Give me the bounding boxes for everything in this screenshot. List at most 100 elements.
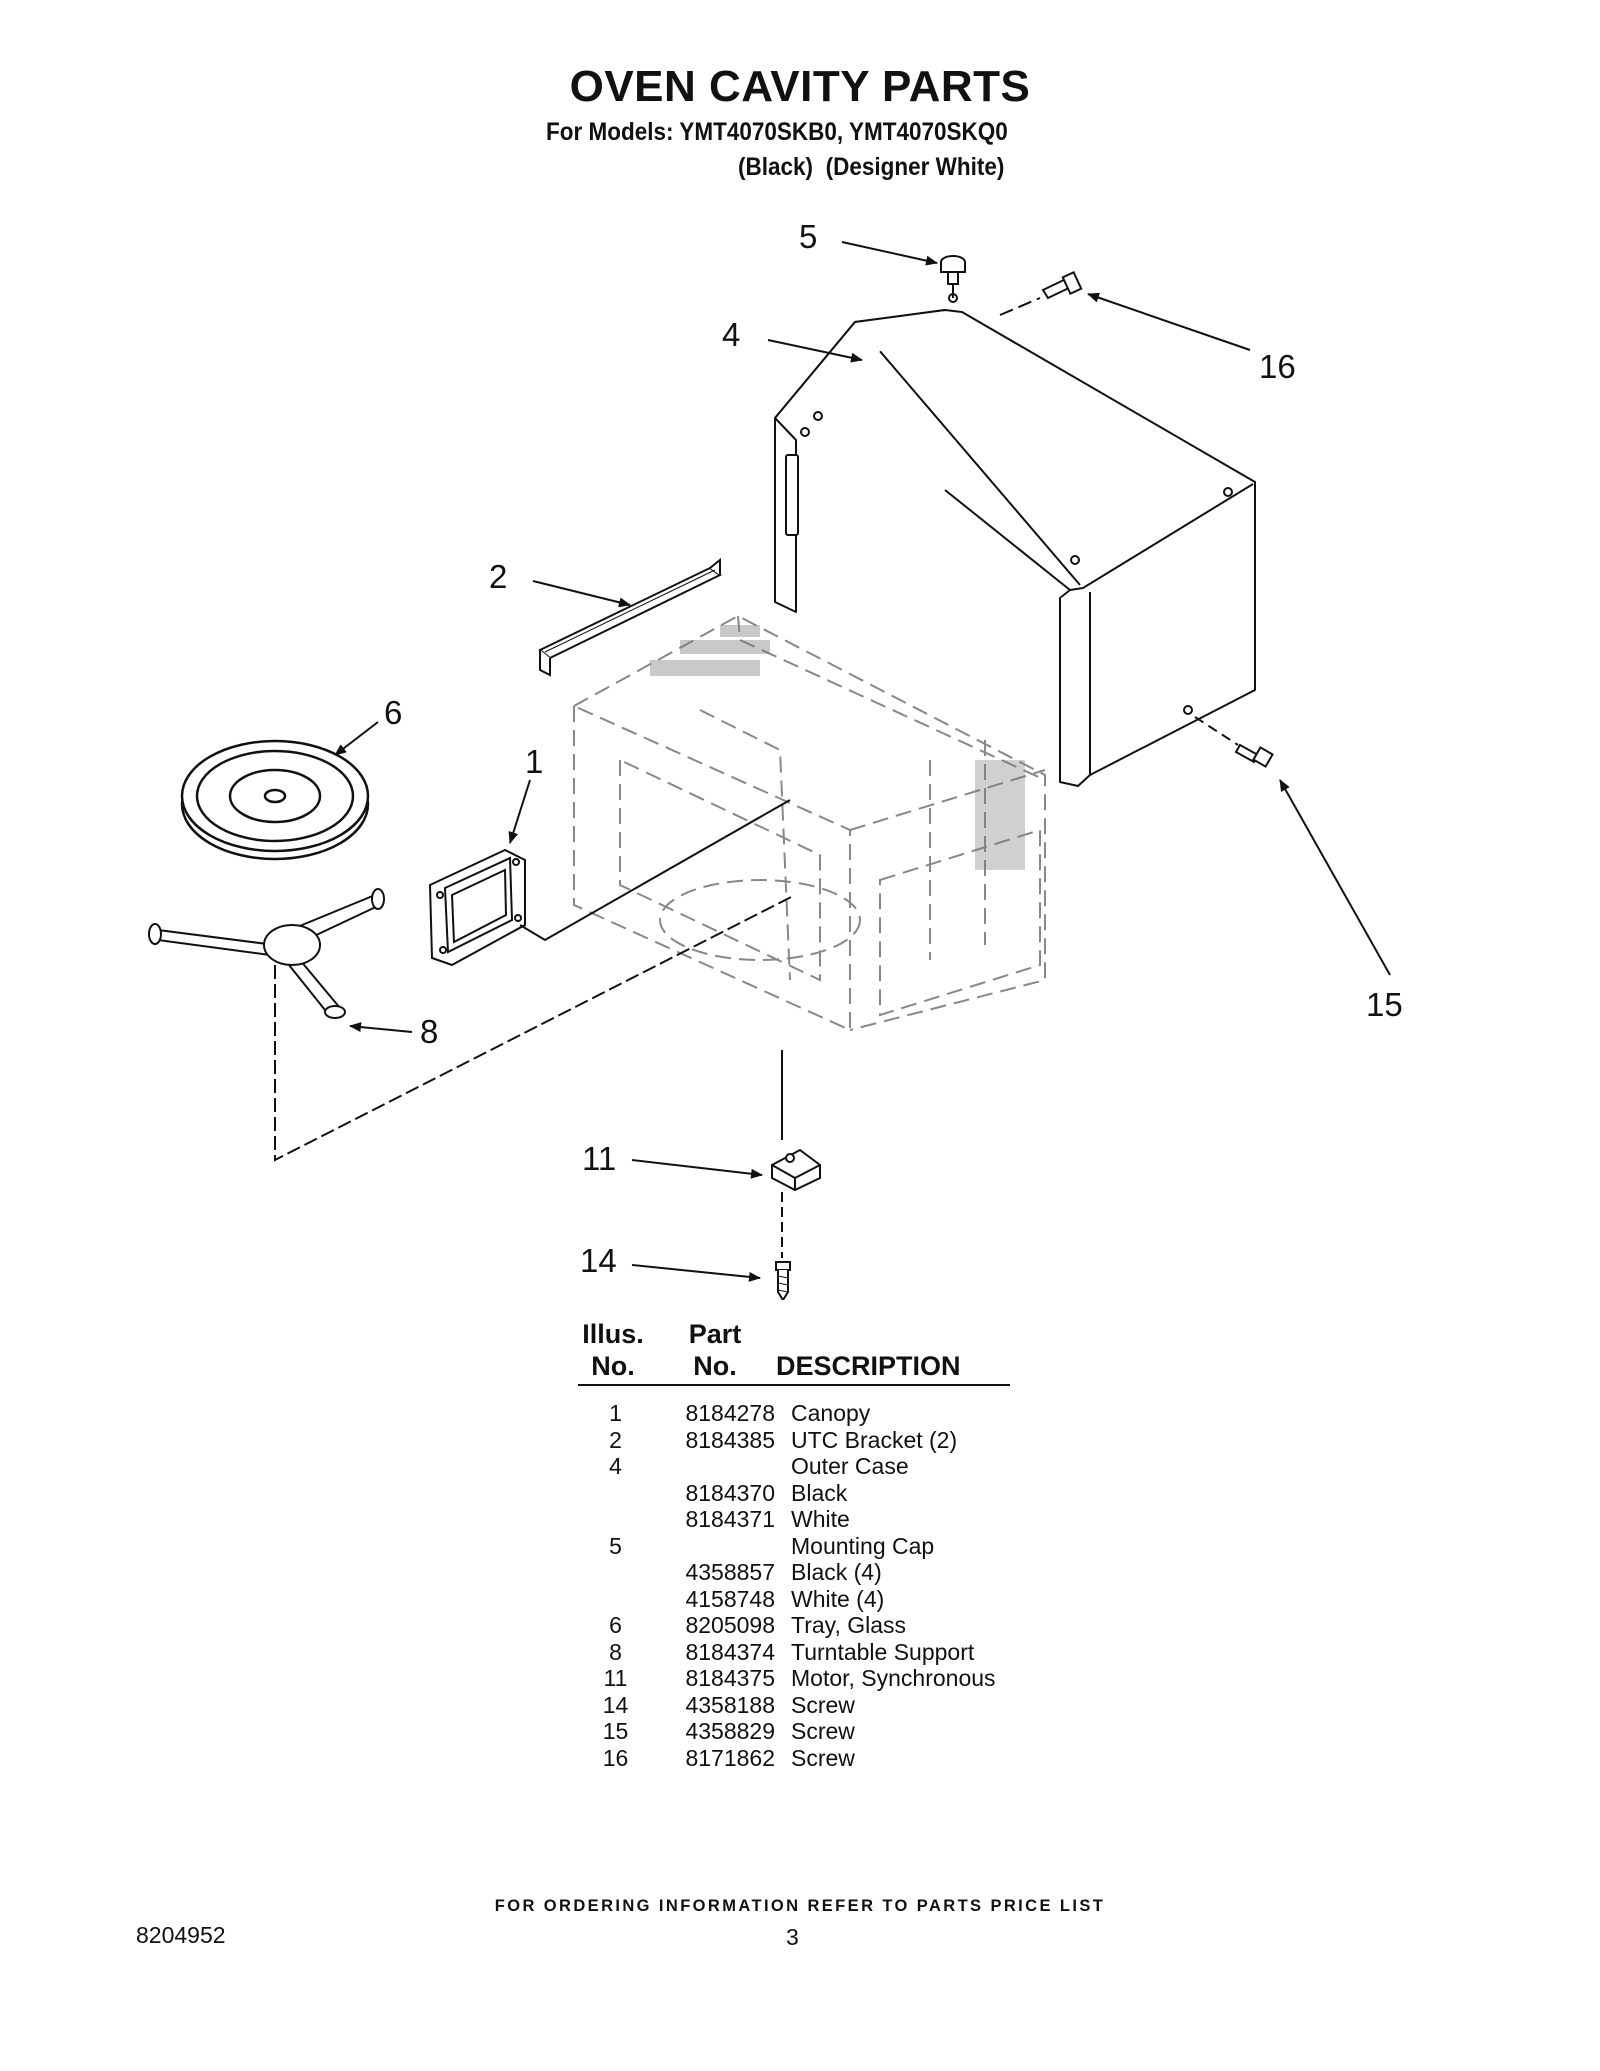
models-line: For Models: YMT4070SKB0, YMT4070SKQ0 [546, 118, 1008, 146]
cell-part: 8205098 [685, 1612, 775, 1638]
callout-16: 16 [1259, 348, 1296, 385]
cell-part [653, 1533, 791, 1560]
header-description: DESCRIPTION [776, 1351, 961, 1381]
cell-desc: Screw [791, 1744, 855, 1771]
cavity-vent-holes [650, 625, 1025, 870]
callout-leaders [334, 241, 1391, 1282]
ordering-note: FOR ORDERING INFORMATION REFER TO PARTS … [494, 1897, 1106, 1915]
cell-part: 8184370 [685, 1479, 775, 1506]
callout-15: 15 [1366, 986, 1403, 1023]
cell-illus: 4 [609, 1453, 622, 1479]
cell-desc: White [791, 1506, 850, 1532]
table-row: 14 4358188 Screw [578, 1692, 996, 1719]
parts-list-table: 1 8184278 Canopy 2 8184385 UTC Bracket (2) 4… [578, 1400, 996, 1771]
outer-case-drawing [774, 293, 1256, 787]
cell-illus: 1 [609, 1400, 622, 1426]
page-number: 3 [786, 1924, 799, 1950]
glass-tray-drawing [180, 739, 370, 861]
cell-illus [578, 1506, 653, 1533]
header-illus-line2: No. [591, 1351, 635, 1381]
cell-illus: 16 [602, 1744, 629, 1771]
cell-desc: White (4) [791, 1585, 885, 1612]
header-illus-line1: Illus. [582, 1319, 644, 1349]
cell-desc: Tray, Glass [791, 1612, 907, 1638]
screw-16-drawing [1041, 270, 1083, 300]
callout-5: 5 [799, 218, 817, 255]
header-rule [578, 1384, 1010, 1386]
screw-15-axis [1194, 716, 1239, 746]
cell-part: 8184371 [685, 1506, 775, 1532]
cell-illus [578, 1559, 653, 1586]
cell-part: 8184278 [685, 1400, 775, 1426]
table-row: 8184371 White [578, 1506, 996, 1533]
cell-part: 4358829 [685, 1718, 775, 1744]
callout-11: 11 [582, 1140, 616, 1177]
header-part-line1: Part [688, 1319, 742, 1349]
cell-part: 4158748 [685, 1585, 775, 1612]
cell-part: 8184374 [685, 1638, 775, 1665]
cell-desc: Screw [791, 1718, 855, 1744]
callout-4: 4 [722, 316, 740, 353]
table-row: 4158748 White (4) [578, 1586, 996, 1613]
header-part-line2: No. [693, 1351, 737, 1381]
oven-cavity-dashed [573, 614, 1046, 1032]
callout-1: 1 [525, 743, 543, 780]
cell-part: 8171862 [685, 1744, 775, 1771]
turntable-guide-line [274, 894, 796, 1162]
header-part-no: Part No. [680, 1318, 750, 1382]
screw-14-drawing [775, 1261, 791, 1300]
cell-desc: Canopy [791, 1400, 871, 1426]
cell-illus [578, 1586, 653, 1613]
cell-part: 4358857 [685, 1559, 775, 1585]
variant-black: (Black) [738, 153, 814, 181]
variant-white: (Designer White) [825, 153, 1005, 181]
cell-illus [578, 1480, 653, 1507]
header-illus-no: Illus. No. [578, 1318, 648, 1382]
callout-2: 2 [489, 558, 507, 595]
screw-16-axis [999, 297, 1041, 316]
canopy-guide-line [519, 799, 791, 942]
utc-bracket-drawing [538, 557, 722, 677]
motor-drawing [771, 1148, 821, 1192]
cell-part: 8184385 [685, 1426, 775, 1453]
cell-illus: 14 [602, 1691, 629, 1718]
canopy-drawing [428, 848, 526, 967]
callout-8: 8 [420, 1013, 438, 1050]
table-row: 11 8184375 Motor, Synchronous [578, 1665, 996, 1692]
mounting-cap-drawing [940, 255, 966, 285]
cell-part: 4358188 [685, 1691, 775, 1718]
cell-desc: Screw [791, 1691, 855, 1718]
cell-desc: Mounting Cap [791, 1532, 935, 1559]
page-title: OVEN CAVITY PARTS [569, 62, 1031, 111]
table-row: 8 8184374 Turntable Support [578, 1639, 996, 1666]
table-row: 2 8184385 UTC Bracket (2) [578, 1427, 996, 1454]
table-row: 15 4358829 Screw [578, 1718, 996, 1745]
cell-illus: 15 [602, 1718, 629, 1744]
document-number: 8204952 [136, 1922, 226, 1948]
cell-illus: 11 [603, 1665, 628, 1691]
cell-desc: Turntable Support [791, 1638, 975, 1665]
turntable-support-drawing [148, 888, 385, 1019]
callout-6: 6 [384, 694, 402, 731]
cell-illus: 6 [609, 1612, 622, 1638]
callout-14: 14 [580, 1242, 617, 1279]
cell-desc: Motor, Synchronous [791, 1665, 996, 1691]
cell-part: 8184375 [685, 1665, 775, 1691]
cell-illus: 2 [609, 1426, 622, 1453]
screw-15-drawing [1234, 743, 1274, 768]
table-row: 5 Mounting Cap [578, 1533, 996, 1560]
cell-part [653, 1453, 791, 1480]
exploded-parts-diagram: 5 4 16 2 6 1 15 8 11 14 [148, 218, 1403, 1300]
table-row: 1 8184278 Canopy [578, 1400, 996, 1427]
table-row: 4358857 Black (4) [578, 1559, 996, 1586]
cell-desc: Black [791, 1479, 848, 1506]
cell-desc: Black (4) [791, 1559, 882, 1585]
table-row: 6 8205098 Tray, Glass [578, 1612, 996, 1639]
cell-desc: UTC Bracket (2) [791, 1426, 958, 1453]
table-row: 16 8171862 Screw [578, 1745, 996, 1772]
table-row: 8184370 Black [578, 1480, 996, 1507]
model-variants: (Black) (Designer White) [738, 153, 1017, 182]
cell-illus: 8 [609, 1638, 622, 1665]
cell-illus: 5 [609, 1532, 622, 1559]
